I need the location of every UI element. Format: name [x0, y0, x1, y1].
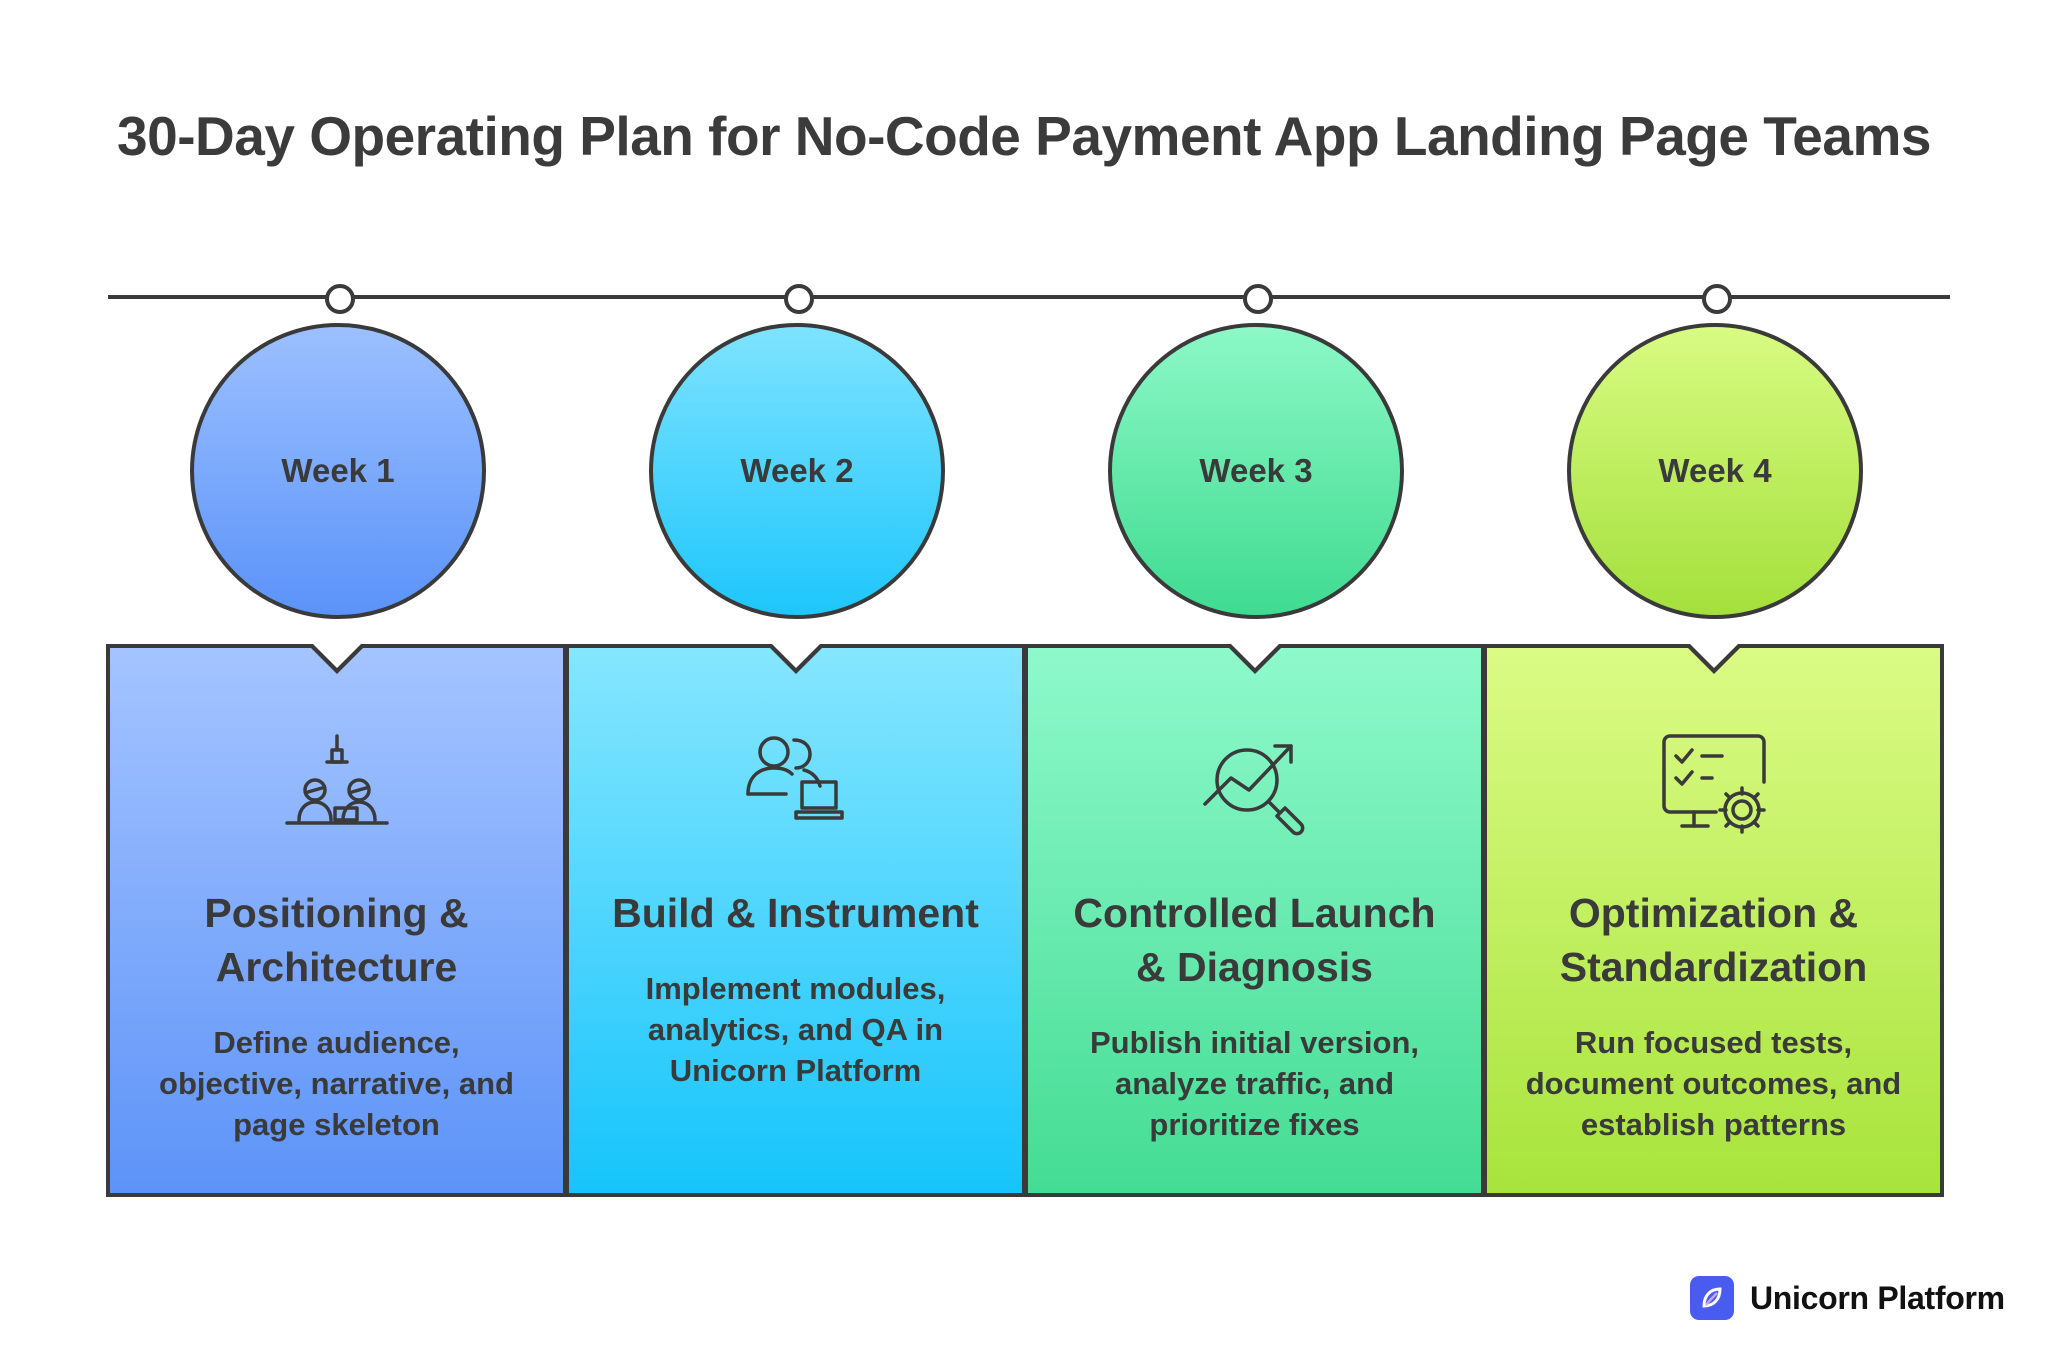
- growth-magnifier-icon: [1202, 744, 1304, 836]
- week-3-panel: Controlled Launch & Diagnosis Publish in…: [1024, 644, 1485, 1197]
- timeline-dot-week-1: [325, 284, 355, 314]
- week-3-heading: Controlled Launch & Diagnosis: [1038, 886, 1471, 994]
- week-3-heading-line: & Diagnosis: [1136, 944, 1373, 990]
- unicorn-platform-logo: [1690, 1276, 1734, 1320]
- week-1-panel: Positioning & Architecture Define audien…: [106, 644, 567, 1197]
- week-2-description-line: Implement modules,: [645, 971, 946, 1006]
- week-4-description-line: Run focused tests,: [1574, 1025, 1853, 1060]
- week-3-description-line: analyze traffic, and: [1114, 1066, 1395, 1101]
- week-3-description-line: Publish initial version,: [1089, 1025, 1419, 1060]
- week-2-description-line: analytics, and QA in: [647, 1012, 944, 1047]
- week-3-circle: Week 3: [1108, 323, 1404, 619]
- week-3-description-line: prioritize fixes: [1149, 1107, 1360, 1142]
- week-1-label: Week 1: [281, 452, 395, 489]
- week-4-panel: Optimization & Standardization Run focus…: [1483, 644, 1944, 1197]
- team-meeting-icon: [284, 734, 389, 825]
- week-2-heading-line: Build & Instrument: [612, 890, 979, 936]
- week-4-description-line: document outcomes, and: [1525, 1066, 1902, 1101]
- week-2-label: Week 2: [740, 452, 854, 489]
- checklist-gear-icon: [1661, 734, 1766, 834]
- page-title: 30-Day Operating Plan for No-Code Paymen…: [117, 105, 1931, 167]
- timeline-dot-week-4: [1702, 284, 1732, 314]
- week-3-label: Week 3: [1199, 452, 1313, 489]
- week-2-panel: Build & Instrument Implement modules, an…: [565, 644, 1026, 1197]
- week-4-label: Week 4: [1658, 452, 1772, 489]
- week-1-description-line: Define audience,: [213, 1025, 460, 1060]
- week-1-heading-line: Positioning &: [204, 890, 469, 936]
- week-3-description: Publish initial version, analyze traffic…: [1046, 1022, 1463, 1145]
- week-1-description-line: page skeleton: [233, 1107, 440, 1142]
- week-2-description: Implement modules, analytics, and QA in …: [587, 968, 1004, 1091]
- week-3-heading-line: Controlled Launch: [1073, 890, 1436, 936]
- week-1-heading-line: Architecture: [215, 944, 458, 990]
- week-2-circle: Week 2: [649, 323, 945, 619]
- week-2-description-line: Unicorn Platform: [669, 1053, 922, 1088]
- unicorn-platform-logo-icon: [1702, 1287, 1722, 1308]
- users-laptop-icon: [745, 736, 844, 820]
- timeline-dot-week-3: [1243, 284, 1273, 314]
- week-1-description-line: objective, narrative, and: [159, 1066, 514, 1101]
- week-4-heading-line: Optimization &: [1568, 890, 1859, 936]
- brand-mark: Unicorn Platform: [1690, 1275, 2005, 1321]
- timeline-dot-week-2: [784, 284, 814, 314]
- week-4-description: Run focused tests, document outcomes, an…: [1505, 1022, 1922, 1145]
- week-4-circle: Week 4: [1567, 323, 1863, 619]
- week-1-circle: Week 1: [190, 323, 486, 619]
- week-4-heading-line: Standardization: [1559, 944, 1868, 990]
- week-1-description: Define audience, objective, narrative, a…: [128, 1022, 545, 1145]
- week-4-heading: Optimization & Standardization: [1497, 886, 1930, 994]
- brand-name: Unicorn Platform: [1750, 1279, 2005, 1316]
- week-2-heading: Build & Instrument: [579, 886, 1012, 940]
- timeline-line: [108, 295, 1950, 299]
- week-1-heading: Positioning & Architecture: [120, 886, 553, 994]
- week-4-description-line: establish patterns: [1580, 1107, 1847, 1142]
